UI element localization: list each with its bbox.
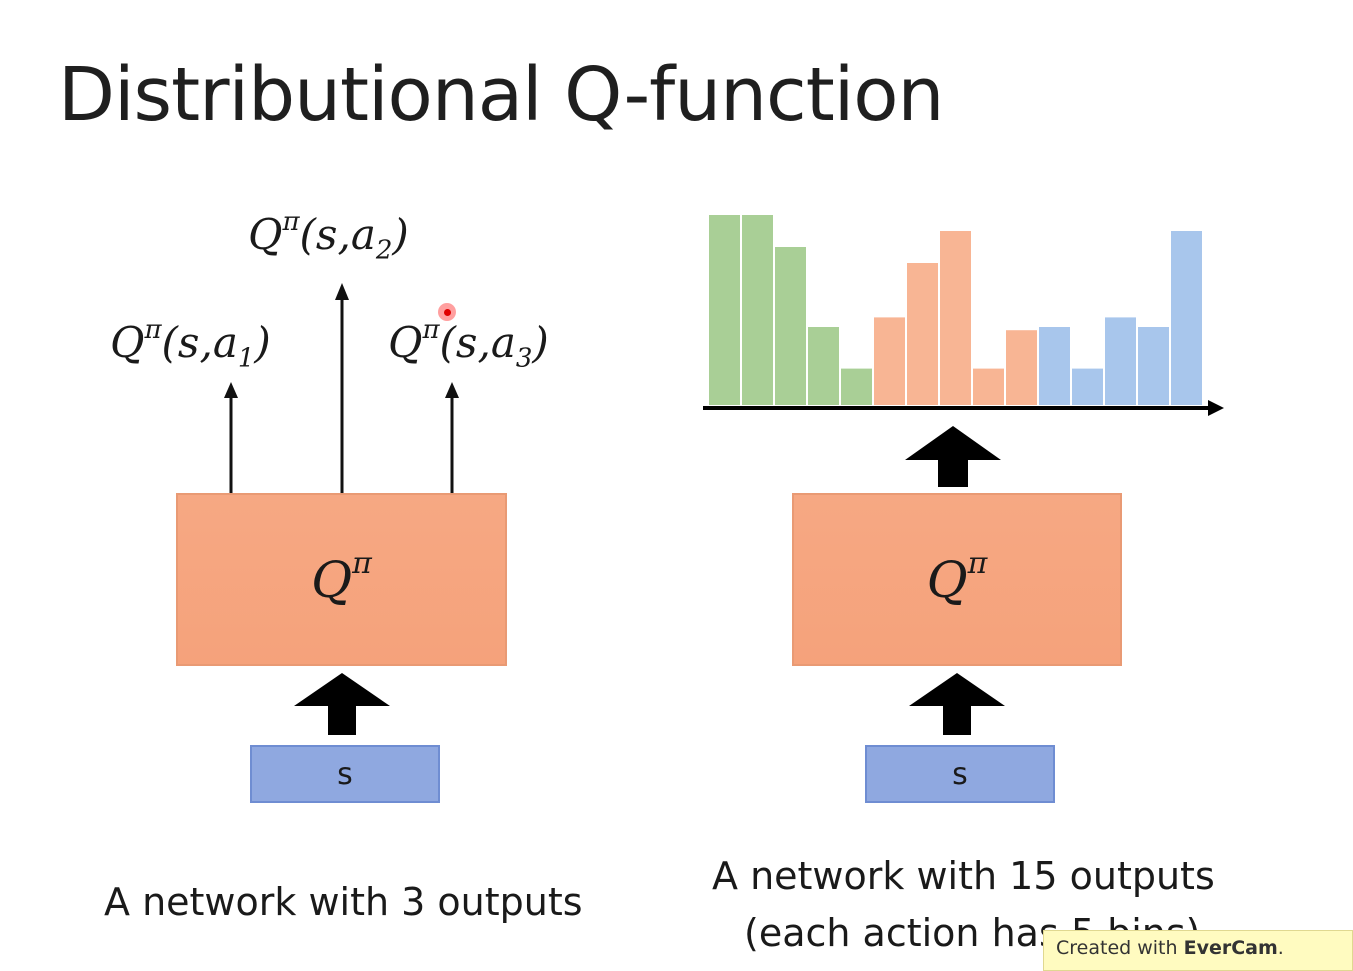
output-arrow-right: [905, 426, 1001, 487]
histogram-axis: [703, 400, 1224, 416]
output-label-a3: Qπ(s,a3): [388, 315, 549, 374]
histogram-bar-a3-bin5: [1169, 229, 1204, 407]
state-input-right: s: [865, 745, 1055, 803]
q-network-left-label: Qπ: [311, 545, 372, 609]
evercam-watermark: Created with EverCam.: [1043, 930, 1353, 971]
page-title: Distributional Q-function: [58, 52, 944, 138]
q-network-right-label: Qπ: [926, 545, 988, 609]
histogram-bar-a3-bin2: [1070, 366, 1105, 408]
cursor-indicator: [438, 303, 456, 321]
histogram-bar-a2-bin5: [1004, 328, 1039, 408]
caption-left: A network with 3 outputs: [104, 880, 583, 924]
histogram-bar-a1-bin2: [740, 213, 775, 407]
histogram-bar-a2-bin4: [971, 366, 1006, 408]
histogram-bar-a1-bin1: [707, 213, 742, 407]
output-arrow-a3: [445, 382, 459, 494]
state-input-left: s: [250, 745, 440, 803]
histogram-bar-a2-bin2: [905, 261, 940, 407]
output-arrow-a1: [224, 382, 238, 494]
histogram-bar-a1-bin3: [773, 245, 808, 407]
output-label-a2: Qπ(s,a2): [248, 207, 409, 266]
input-arrow-left: [294, 673, 390, 735]
output-arrow-a2: [335, 283, 349, 494]
caption-right-line1: A network with 15 outputs: [712, 854, 1215, 898]
histogram-bar-a1-bin4: [806, 325, 841, 407]
histogram-bars: [707, 213, 1204, 408]
histogram-bar-a2-bin3: [938, 229, 973, 407]
q-network-right: Qπ: [792, 493, 1122, 666]
histogram-bar-a1-bin5: [839, 366, 874, 408]
histogram-bar-a2-bin1: [872, 315, 907, 407]
output-label-a1: Qπ(s,a1): [110, 315, 271, 374]
histogram-bar-a3-bin3: [1103, 315, 1138, 407]
input-arrow-right: [909, 673, 1005, 735]
histogram-bar-a3-bin1: [1037, 325, 1072, 407]
histogram-bar-a3-bin4: [1136, 325, 1171, 407]
q-network-left: Qπ: [176, 493, 507, 666]
